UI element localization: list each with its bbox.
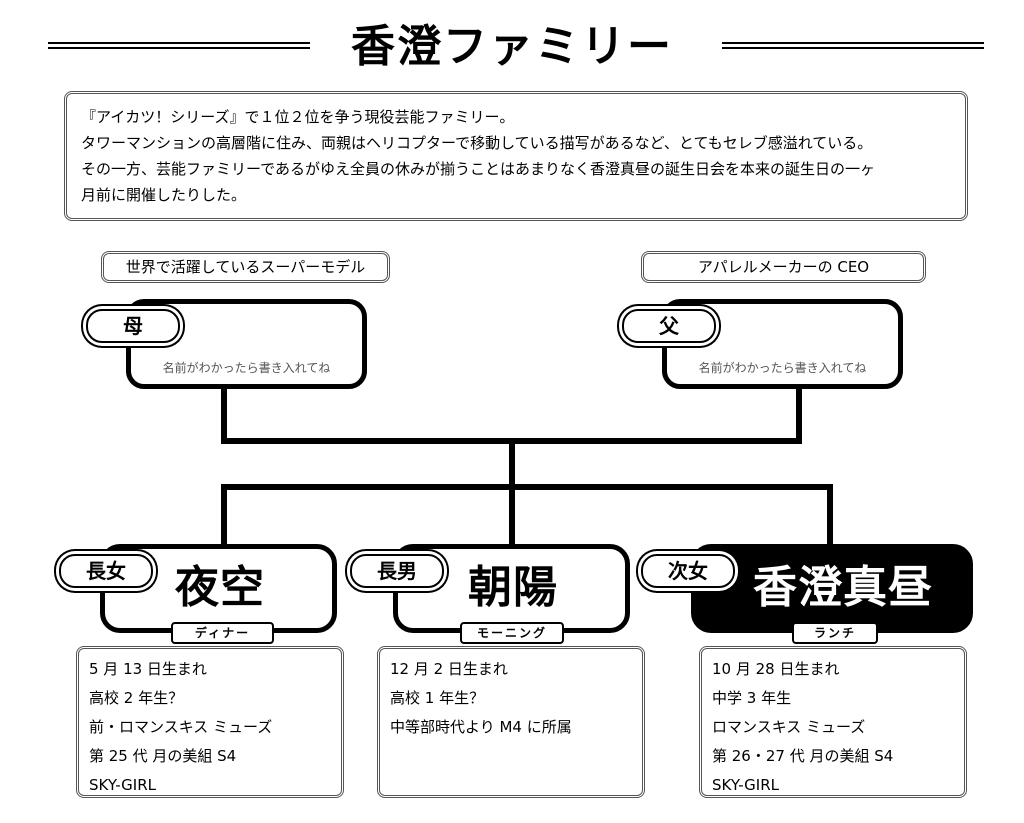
info-line: 中学 3 年生 — [712, 689, 792, 707]
father-note: アパレルメーカーの CEO — [641, 251, 926, 283]
intro-line: 月前に開催したりした。 — [81, 186, 247, 204]
connector-child3-down — [827, 487, 833, 549]
info-line: SKY-GIRL — [89, 776, 156, 794]
intro-line: タワーマンションの高層階に住み、両親はヘリコプターで移動している描写があるなど、… — [81, 134, 873, 152]
father-name-hint: 名前がわかったら書き入れてね — [698, 361, 867, 375]
info-line: 12 月 2 日生まれ — [390, 660, 508, 678]
child-info-box: 5 月 13 日生まれ 高校 2 年生？ 前・ロマンスキス ミューズ 第 25 … — [76, 646, 344, 798]
connector-father-down — [796, 388, 802, 443]
child-tag: ディナー — [171, 622, 274, 644]
child-name: 朝陽 — [468, 562, 558, 613]
intro-box: 『アイカツ！シリーズ』で１位２位を争う現役芸能ファミリー。 タワーマンションの高… — [64, 91, 968, 221]
mother-box: 名前がわかったら書き入れてね — [126, 299, 367, 389]
info-line: 5 月 13 日生まれ — [89, 660, 207, 678]
child-info-box: 12 月 2 日生まれ 高校 1 年生？ 中等部時代より M4 に所属 — [377, 646, 645, 798]
intro-line: その一方、芸能ファミリーであるがゆえ全員の休みが揃うことはあまりなく香澄真昼の誕… — [81, 160, 875, 178]
mother-role: 母 — [86, 309, 180, 343]
intro-line: 『アイカツ！シリーズ』で１位２位を争う現役芸能ファミリー。 — [81, 108, 515, 126]
child-tag: モーニング — [460, 622, 564, 644]
child-name: 夜空 — [175, 562, 265, 613]
connector-center-down — [509, 441, 515, 549]
child-role: 長男 — [350, 554, 444, 588]
connector-children-bar — [221, 484, 833, 490]
title-rule-right — [722, 42, 984, 49]
info-line: ロマンスキス ミューズ — [712, 718, 866, 736]
info-line: 高校 2 年生？ — [89, 689, 184, 707]
info-line: 前・ロマンスキス ミューズ — [89, 718, 273, 736]
info-line: 中等部時代より M4 に所属 — [390, 718, 572, 736]
info-line: 第 25 代 月の美組 S4 — [89, 747, 237, 765]
info-line: 高校 1 年生？ — [390, 689, 485, 707]
child-info-box: 10 月 28 日生まれ 中学 3 年生 ロマンスキス ミューズ 第 26・27… — [699, 646, 967, 798]
mother-note: 世界で活躍しているスーパーモデル — [101, 251, 390, 283]
page-title: 香澄ファミリー — [351, 21, 673, 72]
connector-child1-down — [221, 487, 227, 549]
info-line: 10 月 28 日生まれ — [712, 660, 840, 678]
mother-name-hint: 名前がわかったら書き入れてね — [162, 361, 331, 375]
title-rule-left — [48, 42, 310, 49]
child-name: 香澄真昼 — [753, 562, 933, 613]
info-line: SKY-GIRL — [712, 776, 779, 794]
child-role: 長女 — [59, 554, 153, 588]
child-role: 次女 — [641, 554, 735, 588]
child-tag: ランチ — [792, 622, 878, 644]
father-role: 父 — [622, 309, 716, 343]
connector-mother-down — [221, 388, 227, 443]
info-line: 第 26・27 代 月の美組 S4 — [712, 747, 894, 765]
